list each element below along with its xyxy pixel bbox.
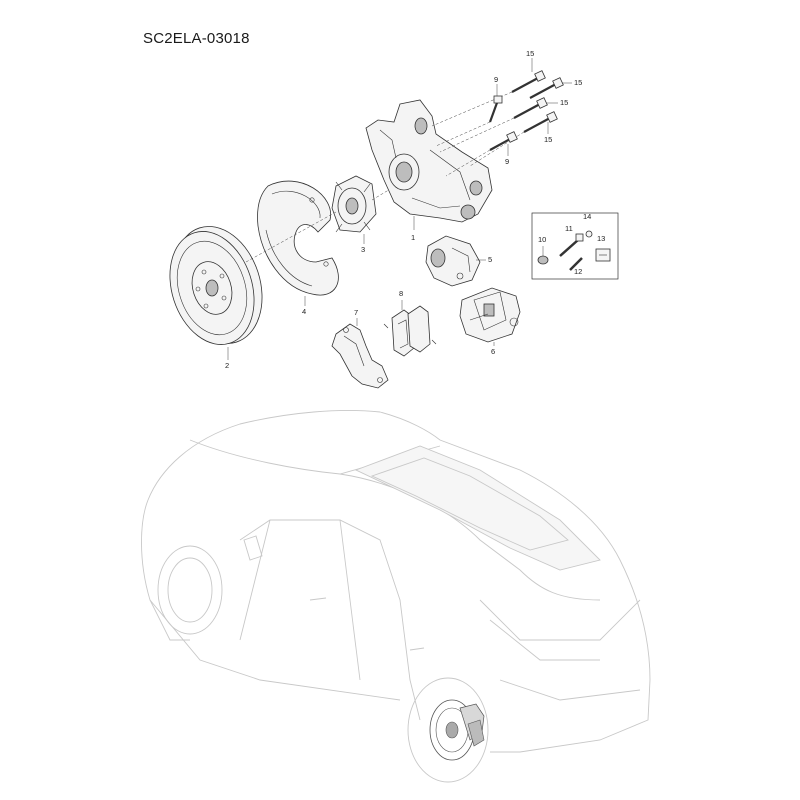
callout-3: 3 [361, 245, 365, 254]
bolt-15-middle[interactable] [513, 97, 548, 119]
callout-13: 13 [597, 234, 605, 243]
callout-15-b: 15 [574, 78, 582, 87]
bolt-15-lower[interactable] [523, 111, 558, 133]
guide-pin-bolt[interactable] [559, 233, 584, 257]
callout-5: 5 [488, 255, 492, 264]
callout-6: 6 [491, 347, 495, 356]
caliper-kit-box [531, 212, 619, 280]
grease-packet[interactable] [595, 248, 611, 262]
callout-1: 1 [411, 233, 415, 242]
callout-9-a: 9 [494, 75, 498, 84]
bolt-9-upper[interactable] [488, 95, 503, 123]
rear-brake-location [429, 699, 485, 761]
callout-11: 11 [565, 224, 573, 233]
callout-9-b: 9 [505, 157, 509, 166]
callout-7: 7 [354, 308, 358, 317]
dust-boot[interactable] [585, 230, 593, 238]
diagram-code: SC2ELA-03018 [143, 30, 250, 47]
dust-shield[interactable] [257, 180, 339, 296]
callout-8: 8 [399, 289, 403, 298]
callout-15-c: 15 [560, 98, 568, 107]
hub-bearing[interactable] [331, 175, 377, 233]
steering-knuckle[interactable] [365, 99, 493, 223]
callout-14: 14 [583, 212, 591, 221]
caliper-bracket[interactable] [331, 323, 389, 389]
callout-4: 4 [302, 307, 306, 316]
callout-12: 12 [574, 267, 582, 276]
bleeder-cap[interactable] [537, 255, 549, 265]
brake-pads[interactable] [383, 305, 437, 357]
guide-pin[interactable] [569, 257, 583, 271]
bolt-15-upper-right[interactable] [529, 77, 564, 99]
brake-disc[interactable] [156, 215, 276, 356]
parking-brake-motor[interactable] [425, 235, 481, 287]
vehicle-outline [141, 410, 651, 783]
callout-15-d: 15 [544, 135, 552, 144]
bolt-15-top[interactable] [511, 70, 546, 93]
brake-caliper[interactable] [459, 287, 521, 343]
bolt-9-lower[interactable] [489, 131, 518, 151]
callout-15-a: 15 [526, 49, 534, 58]
callout-2: 2 [225, 361, 229, 370]
callout-10: 10 [538, 235, 546, 244]
